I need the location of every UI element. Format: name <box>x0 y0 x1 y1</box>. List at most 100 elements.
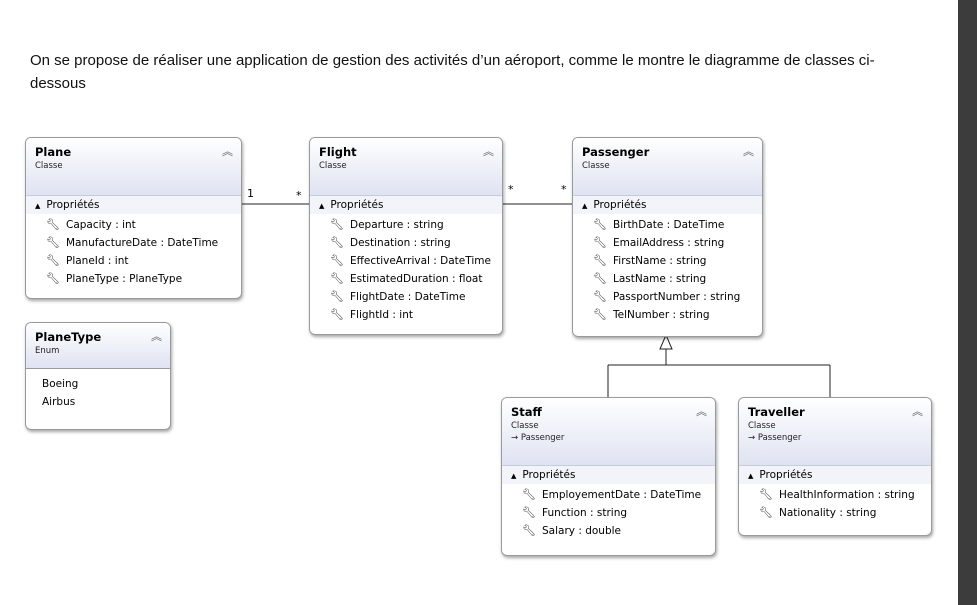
class-passenger-stereotype: Classe <box>582 161 610 171</box>
enum-planetype-header: PlaneType Enum ︽ <box>26 323 170 368</box>
triangle-icon: ▲ <box>748 472 754 480</box>
class-plane-properties: 🔧︎Capacity : int 🔧︎ManufactureDate : Dat… <box>26 214 241 294</box>
property-item: 🔧︎FlightId : int <box>330 306 502 324</box>
property-item: 🔧︎EffectiveArrival : DateTime <box>330 252 502 270</box>
inheritance-lines <box>607 349 831 402</box>
property-item: 🔧︎HealthInformation : string <box>759 486 931 504</box>
class-staff[interactable]: Staff Classe → Passenger ︽ ▲ Propriétés 🔧… <box>501 397 716 556</box>
property-item: 🔧︎Capacity : int <box>46 216 241 234</box>
class-traveller[interactable]: Traveller Classe → Passenger ︽ ▲ Propriét… <box>738 397 932 536</box>
property-item: 🔧︎BirthDate : DateTime <box>593 216 762 234</box>
inheritance-arrowhead <box>659 333 673 350</box>
wrench-icon: 🔧︎ <box>330 236 344 249</box>
class-flight-name: Flight <box>319 145 357 159</box>
wrench-icon: 🔧︎ <box>593 236 607 249</box>
section-label: Propriétés <box>759 469 813 481</box>
property-item: 🔧︎Destination : string <box>330 234 502 252</box>
class-staff-properties-header[interactable]: ▲ Propriétés <box>502 465 715 484</box>
property-item: 🔧︎Salary : double <box>522 522 715 540</box>
double-chevron-up-icon[interactable]: ︽ <box>151 330 162 343</box>
wrench-icon: 🔧︎ <box>46 272 60 285</box>
class-plane-name: Plane <box>35 145 72 159</box>
section-label: Propriétés <box>46 199 100 211</box>
double-chevron-up-icon[interactable]: ︽ <box>743 145 754 158</box>
section-label: Propriétés <box>593 199 647 211</box>
property-item: 🔧︎EmployementDate : DateTime <box>522 486 715 504</box>
wrench-icon: 🔧︎ <box>330 254 344 267</box>
triangle-icon: ▲ <box>35 202 41 210</box>
wrench-icon: 🔧︎ <box>522 488 536 501</box>
class-flight[interactable]: Flight Classe ︽ ▲ Propriétés 🔧︎Departure … <box>309 137 503 335</box>
property-item: 🔧︎FlightDate : DateTime <box>330 288 502 306</box>
class-staff-base: → Passenger <box>511 433 565 443</box>
class-flight-properties: 🔧︎Departure : string 🔧︎Destination : str… <box>310 214 502 330</box>
wrench-icon: 🔧︎ <box>759 506 773 519</box>
property-item: 🔧︎FirstName : string <box>593 252 762 270</box>
class-staff-properties: 🔧︎EmployementDate : DateTime 🔧︎Function … <box>502 484 715 546</box>
class-flight-properties-header[interactable]: ▲ Propriétés <box>310 195 502 214</box>
class-passenger[interactable]: Passenger Classe ︽ ▲ Propriétés 🔧︎BirthDa… <box>572 137 763 337</box>
property-item: 🔧︎Nationality : string <box>759 504 931 522</box>
property-item: 🔧︎EmailAddress : string <box>593 234 762 252</box>
wrench-icon: 🔧︎ <box>593 290 607 303</box>
section-label: Propriétés <box>330 199 384 211</box>
property-item: 🔧︎TelNumber : string <box>593 306 762 324</box>
class-staff-name: Staff <box>511 405 542 419</box>
multiplicity-flight-end-2: * <box>508 183 514 196</box>
class-flight-header: Flight Classe ︽ <box>310 138 502 195</box>
property-item: 🔧︎Function : string <box>522 504 715 522</box>
class-plane-header: Plane Classe ︽ <box>26 138 241 195</box>
wrench-icon: 🔧︎ <box>46 218 60 231</box>
property-item: 🔧︎EstimatedDuration : float <box>330 270 502 288</box>
double-chevron-up-icon[interactable]: ︽ <box>696 405 707 418</box>
property-item: 🔧︎Departure : string <box>330 216 502 234</box>
class-passenger-header: Passenger Classe ︽ <box>573 138 762 195</box>
multiplicity-passenger-end: * <box>561 183 567 196</box>
wrench-icon: 🔧︎ <box>593 272 607 285</box>
wrench-icon: 🔧︎ <box>593 254 607 267</box>
property-item: 🔧︎ManufactureDate : DateTime <box>46 234 241 252</box>
class-flight-stereotype: Classe <box>319 161 347 171</box>
scrollbar[interactable] <box>958 0 977 605</box>
class-passenger-properties-header[interactable]: ▲ Propriétés <box>573 195 762 214</box>
arrow-right-icon: → <box>511 433 519 443</box>
triangle-icon: ▲ <box>582 202 588 210</box>
wrench-icon: 🔧︎ <box>759 488 773 501</box>
property-item: 🔧︎PlaneId : int <box>46 252 241 270</box>
enum-planetype[interactable]: PlaneType Enum ︽ Boeing Airbus <box>25 322 171 430</box>
triangle-icon: ▲ <box>511 472 517 480</box>
class-traveller-base: → Passenger <box>748 433 802 443</box>
enum-value: Boeing <box>42 378 79 390</box>
class-plane-stereotype: Classe <box>35 161 63 171</box>
double-chevron-up-icon[interactable]: ︽ <box>912 405 923 418</box>
double-chevron-up-icon[interactable]: ︽ <box>222 145 233 158</box>
class-plane-properties-header[interactable]: ▲ Propriétés <box>26 195 241 214</box>
enum-planetype-stereotype: Enum <box>35 346 60 356</box>
multiplicity-flight-end-1: * <box>296 189 302 202</box>
property-item: 🔧︎PlaneType : PlaneType <box>46 270 241 288</box>
section-label: Propriétés <box>522 469 576 481</box>
class-traveller-name: Traveller <box>748 405 805 419</box>
class-plane[interactable]: Plane Classe ︽ ▲ Propriétés 🔧︎Capacity : … <box>25 137 242 299</box>
class-traveller-stereotype: Classe <box>748 421 776 431</box>
wrench-icon: 🔧︎ <box>330 308 344 321</box>
class-staff-stereotype: Classe <box>511 421 539 431</box>
class-traveller-properties: 🔧︎HealthInformation : string 🔧︎Nationali… <box>739 484 931 528</box>
class-traveller-properties-header[interactable]: ▲ Propriétés <box>739 465 931 484</box>
wrench-icon: 🔧︎ <box>522 506 536 519</box>
double-chevron-up-icon[interactable]: ︽ <box>483 145 494 158</box>
triangle-icon: ▲ <box>319 202 325 210</box>
wrench-icon: 🔧︎ <box>46 236 60 249</box>
intro-paragraph: On se propose de réaliser une applicatio… <box>30 52 875 92</box>
wrench-icon: 🔧︎ <box>330 218 344 231</box>
property-item: 🔧︎LastName : string <box>593 270 762 288</box>
class-staff-header: Staff Classe → Passenger ︽ <box>502 398 715 465</box>
enum-planetype-values: Boeing Airbus <box>26 368 170 417</box>
multiplicity-plane-end: 1 <box>247 187 254 200</box>
wrench-icon: 🔧︎ <box>46 254 60 267</box>
wrench-icon: 🔧︎ <box>330 272 344 285</box>
wrench-icon: 🔧︎ <box>330 290 344 303</box>
wrench-icon: 🔧︎ <box>522 524 536 537</box>
property-item: 🔧︎PassportNumber : string <box>593 288 762 306</box>
